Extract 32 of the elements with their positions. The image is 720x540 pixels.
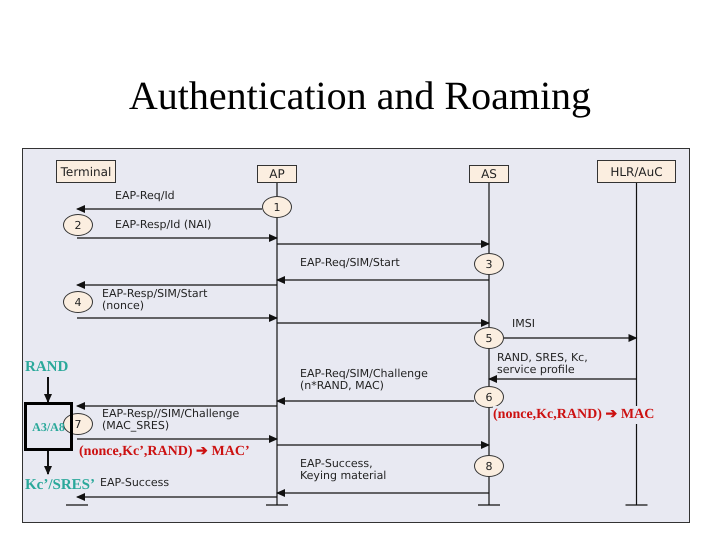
message-arrow bbox=[277, 319, 490, 327]
message-label: EAP-Success bbox=[100, 477, 170, 489]
message-arrow bbox=[44, 377, 52, 403]
message-arrow bbox=[504, 334, 638, 342]
message-arrow bbox=[276, 489, 489, 497]
message-label: EAP-Req/SIM/Start bbox=[300, 257, 400, 269]
message-arrow bbox=[76, 205, 262, 213]
message-arrow bbox=[276, 397, 474, 405]
signal-label: RAND bbox=[25, 357, 85, 377]
computation-note: (nonce,Kc’,RAND) ➔ MAC’ bbox=[79, 443, 250, 461]
computation-note: (nonce,Kc,RAND) ➔ MAC bbox=[493, 406, 654, 424]
message-label: IMSI bbox=[512, 318, 535, 330]
diagram-title: Authentication and Roaming bbox=[128, 72, 592, 120]
lifeline-header: AS bbox=[469, 165, 509, 183]
algorithm-box: A3/A8 bbox=[24, 402, 73, 451]
message-label: EAP-Req/Id bbox=[115, 190, 175, 202]
message-label: EAP-Resp/Id (NAI) bbox=[115, 219, 212, 231]
message-arrow bbox=[77, 435, 278, 443]
message-arrow bbox=[276, 276, 489, 284]
message-arrow bbox=[76, 281, 277, 289]
message-arrow bbox=[488, 375, 636, 383]
lifeline-header: AP bbox=[257, 165, 297, 183]
message-arrow bbox=[77, 314, 278, 322]
message-arrow bbox=[77, 234, 278, 242]
message-arrow bbox=[277, 441, 490, 449]
message-arrow bbox=[76, 493, 277, 501]
message-arrow bbox=[76, 402, 277, 410]
lifeline bbox=[257, 165, 297, 507]
lifeline-header: Terminal bbox=[56, 160, 116, 183]
message-arrow bbox=[44, 451, 52, 475]
lifeline-header: HLR/AuC bbox=[597, 160, 676, 183]
message-arrow bbox=[277, 240, 490, 248]
